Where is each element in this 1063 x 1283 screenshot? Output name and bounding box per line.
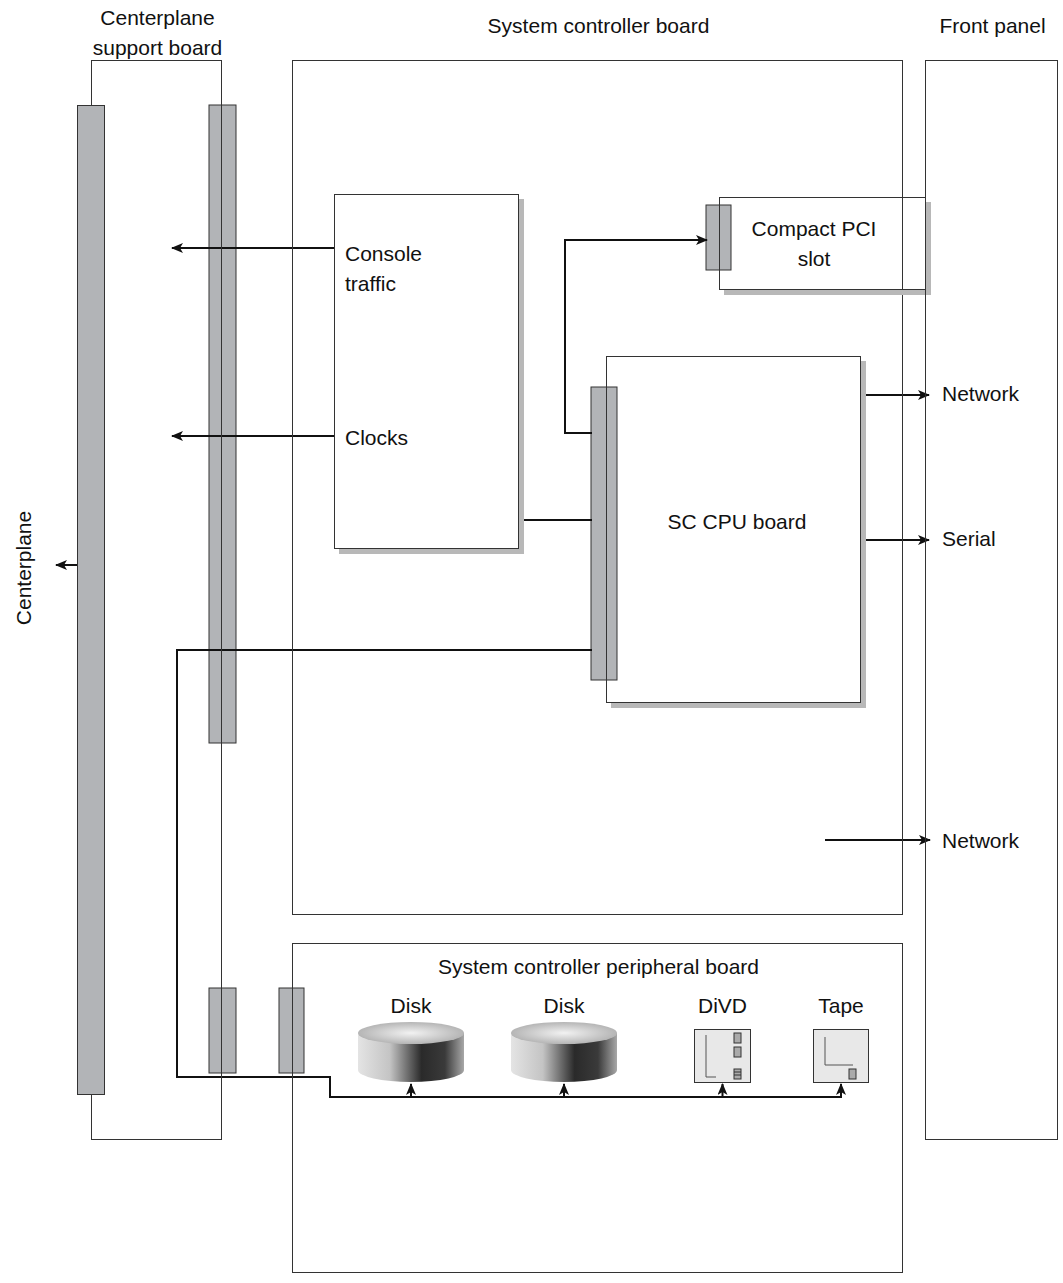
connector-line xyxy=(861,539,929,541)
tape-drive xyxy=(813,1029,869,1083)
tape-drive: Tape xyxy=(813,991,869,1083)
network-arrow xyxy=(825,839,930,841)
centerplane-arrow xyxy=(56,564,77,566)
connector-bar xyxy=(591,387,617,680)
port-label: Network xyxy=(942,379,1019,409)
front-panel: Front panel xyxy=(925,60,1058,1140)
clock-console-box: Console trafficClocks xyxy=(334,194,519,549)
node-label: DiVD xyxy=(669,991,776,1021)
pci-slot: Compact PCI slot xyxy=(719,197,926,290)
node-label: Clocks xyxy=(345,423,505,453)
dvd-drive: DiVD xyxy=(694,991,751,1083)
centerplane-bar: Centerplane xyxy=(77,105,105,1095)
dvd-drive xyxy=(694,1029,751,1083)
connector-bar xyxy=(209,105,236,743)
node-label: System controller board xyxy=(293,11,904,41)
connector-line xyxy=(565,240,707,433)
node-label: Centerplane support board xyxy=(67,3,248,63)
node-label: System controller peripheral board xyxy=(293,952,904,982)
connector-line xyxy=(519,519,592,521)
support-board: Centerplane support board xyxy=(91,60,222,1140)
node-label: Front panel xyxy=(926,11,1059,41)
node-label: Disk xyxy=(489,991,639,1021)
node-label: Disk xyxy=(336,991,486,1021)
node-label: Centerplane xyxy=(9,498,39,638)
port-label: Serial xyxy=(942,524,996,554)
connector-line xyxy=(177,650,841,1097)
peripheral-board: System controller peripheral boardDiskDi… xyxy=(292,943,903,1273)
node-label: Console traffic xyxy=(345,239,457,299)
disk: Disk xyxy=(356,991,466,1083)
cpu-board: SC CPU board xyxy=(606,356,861,703)
connector-line xyxy=(861,394,929,396)
connector-bar xyxy=(209,988,236,1073)
port-label: Network xyxy=(942,826,1019,856)
connector-line xyxy=(172,435,334,437)
disk: Disk xyxy=(509,991,619,1083)
node-label: SC CPU board xyxy=(637,507,837,537)
node-label: Compact PCI slot xyxy=(744,214,884,274)
disk-drive xyxy=(356,1021,466,1083)
disk-drive xyxy=(509,1021,619,1083)
node-label: Tape xyxy=(788,991,894,1021)
connector-line xyxy=(172,247,334,249)
connector-line xyxy=(177,650,723,1097)
controller-board: System controller boardConsole trafficCl… xyxy=(292,60,903,915)
